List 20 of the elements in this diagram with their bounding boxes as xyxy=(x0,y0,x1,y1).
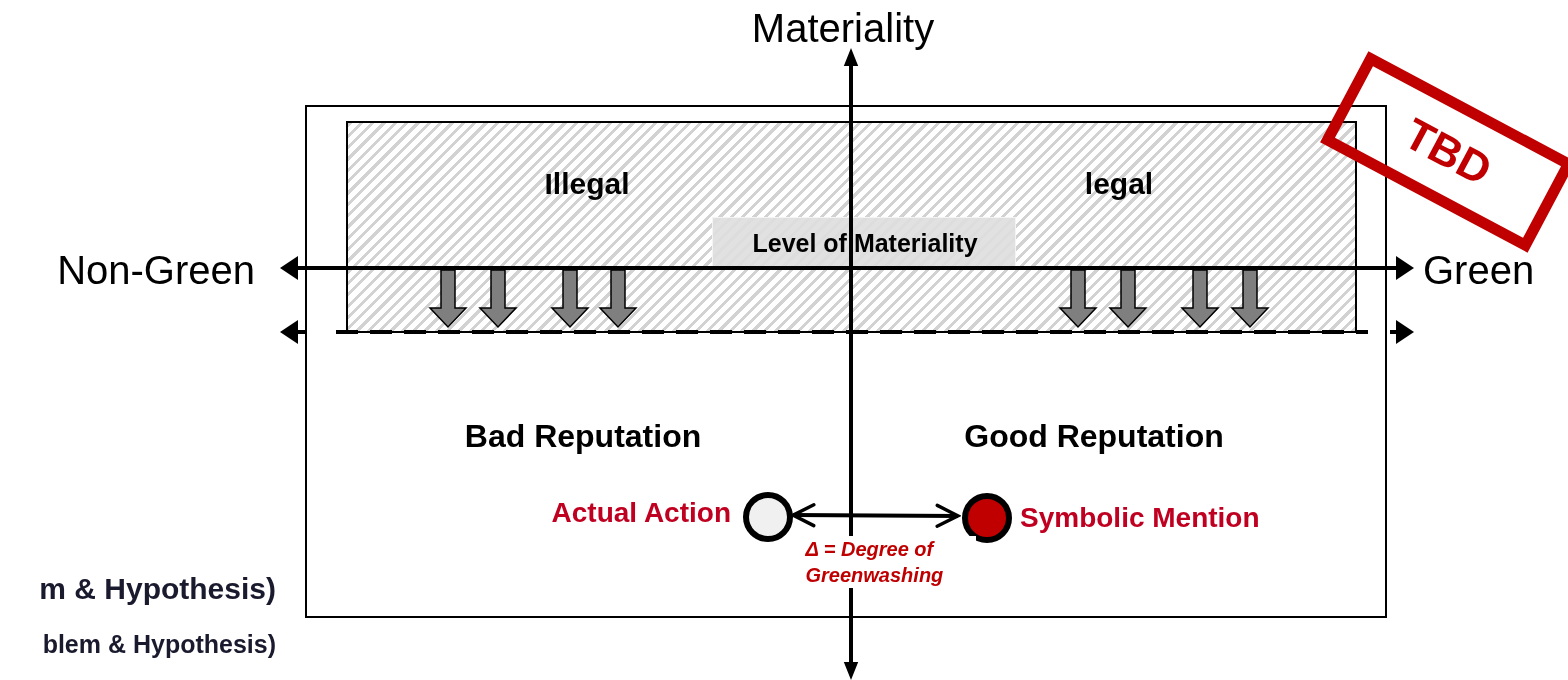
cut-off-text: blem & Hypothesis) xyxy=(42,631,276,659)
quadrant-label: Good Reputation xyxy=(964,419,1224,455)
outer-frame xyxy=(305,105,1387,618)
zone-label: legal xyxy=(1084,166,1154,200)
axis-title: Non-Green xyxy=(57,248,255,292)
level-box xyxy=(712,217,1016,269)
zone-label: Illegal xyxy=(544,166,630,200)
double-arrow xyxy=(791,503,960,528)
axis-title: Green xyxy=(1423,248,1535,292)
circle-caption: Actual Action xyxy=(551,497,731,529)
quadrant-label: Bad Reputation xyxy=(464,419,702,455)
actual-action-circle xyxy=(743,492,793,542)
axis-title: Materiality xyxy=(751,6,935,50)
circle-caption: Symbolic Mention xyxy=(1020,502,1260,534)
cut-off-text: m & Hypothesis) xyxy=(39,571,276,605)
hatched-band xyxy=(346,121,1357,333)
stamp-text: TBD xyxy=(1396,109,1500,195)
level-label: Level of Materiality xyxy=(752,230,978,258)
symbolic-mention-circle xyxy=(962,493,1012,543)
edge-label: Δ = Degree of Greenwashing xyxy=(805,536,976,588)
